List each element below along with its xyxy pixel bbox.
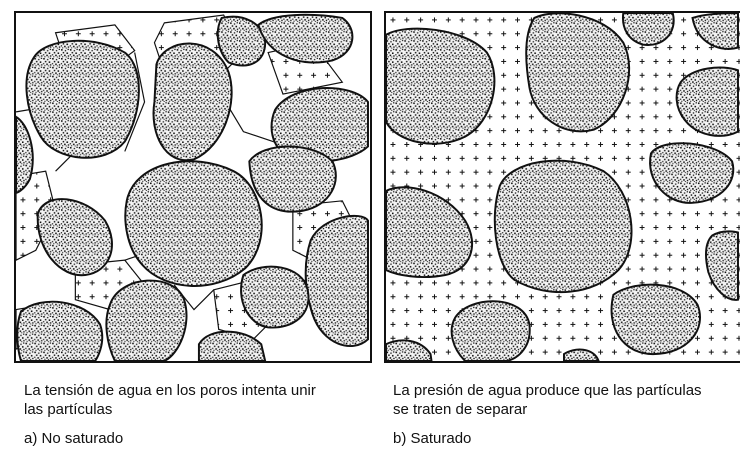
- grain: [493, 159, 633, 294]
- grain: [105, 279, 188, 361]
- saturated-soil-diagram: [386, 13, 740, 361]
- caption-saturated: La presión de agua produce que las partí…: [393, 381, 740, 419]
- panel-unsaturated: [14, 11, 372, 363]
- caption-line: La presión de agua produce que las partí…: [393, 382, 702, 399]
- grain: [25, 39, 140, 159]
- grain: [124, 160, 263, 287]
- caption-line: las partículas: [24, 401, 113, 418]
- caption-line: se traten de separar: [393, 401, 528, 418]
- grain: [675, 66, 739, 137]
- grain: [525, 13, 631, 133]
- grain: [304, 214, 369, 348]
- grain: [450, 300, 531, 361]
- grain: [649, 142, 735, 204]
- caption-unsaturated: La tensión de agua en los poros intenta …: [24, 381, 384, 419]
- grain: [16, 115, 34, 194]
- grain: [248, 145, 337, 213]
- grain: [197, 330, 267, 361]
- caption-line: La tensión de agua en los poros intenta …: [24, 382, 316, 399]
- soil-grains: [16, 13, 369, 361]
- grain: [257, 13, 354, 64]
- grain: [386, 186, 474, 278]
- unsaturated-soil-diagram: [16, 13, 370, 361]
- grain: [386, 27, 496, 145]
- grain: [16, 300, 104, 361]
- soil-grains: [386, 13, 739, 361]
- grain: [610, 283, 701, 356]
- grain: [621, 13, 675, 46]
- grain: [386, 339, 433, 361]
- panel-saturated: [384, 11, 740, 363]
- grain: [691, 13, 739, 50]
- panel-label-unsaturated: a) No saturado: [24, 430, 124, 447]
- grain: [216, 15, 267, 67]
- grain: [152, 42, 233, 162]
- grain: [240, 265, 310, 329]
- grain: [270, 87, 369, 163]
- grain: [563, 348, 600, 361]
- panel-label-saturated: b) Saturado: [393, 430, 472, 447]
- grain: [705, 230, 739, 301]
- grain: [36, 198, 113, 276]
